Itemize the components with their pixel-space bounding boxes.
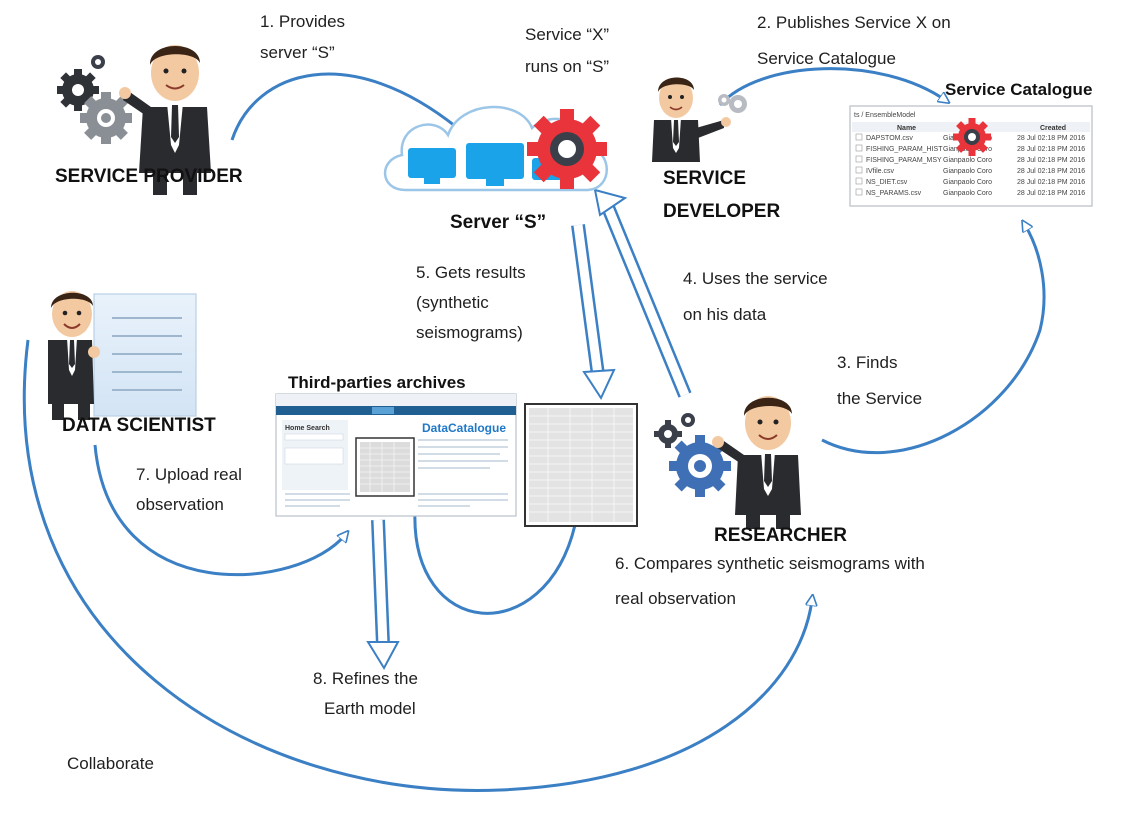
step6-label-line2: real observation [615, 589, 736, 608]
svg-text:FISHING_PARAM_MSY: FISHING_PARAM_MSY [866, 157, 942, 164]
businessman-icon [712, 396, 801, 529]
step4-label-line2: on his data [683, 305, 767, 324]
svg-text:Gianpaolo Coro: Gianpaolo Coro [943, 168, 992, 175]
gear-icon [57, 69, 99, 111]
service-provider-figure [57, 45, 211, 195]
step7-label-line1: 7. Upload real [136, 465, 242, 484]
service-developer-label-line1: SERVICE [663, 168, 746, 189]
archive-heading: DataCatalogue [422, 421, 506, 435]
service-provider-label: SERVICE PROVIDER [55, 166, 243, 187]
step5-label-line3: seismograms) [416, 323, 523, 342]
gear-icon [718, 94, 730, 106]
gear-icon [527, 109, 607, 189]
monitor-icon [466, 143, 524, 186]
archive-sidebar-title: Home Search [285, 425, 330, 432]
step5-label-line1: 5. Gets results [416, 263, 526, 282]
data-scientist-label: DATA SCIENTIST [62, 415, 216, 436]
monitor-icon [408, 148, 456, 184]
arrows [22, 67, 1046, 792]
spreadsheet-icon [355, 437, 415, 497]
step2-label-line1: 2. Publishes Service X on [757, 13, 951, 32]
svg-text:IVfile.csv: IVfile.csv [866, 168, 895, 175]
svg-text:28 Jul 02:18 PM 2016: 28 Jul 02:18 PM 2016 [1017, 157, 1085, 164]
arrow-provides-server [230, 72, 460, 141]
svg-text:DAPSTOM.csv: DAPSTOM.csv [866, 135, 913, 142]
step5-label-line2: (synthetic [416, 293, 489, 312]
table-row: NS_PARAMS.csv Gianpaolo Coro 28 Jul 02:1… [855, 188, 1085, 197]
svg-text:28 Jul 02:18 PM 2016: 28 Jul 02:18 PM 2016 [1017, 168, 1085, 175]
step1-label-line2: server “S” [260, 43, 335, 62]
service-x-label-line2: runs on “S” [525, 57, 609, 76]
researcher-label: RESEARCHER [714, 525, 847, 546]
step3-label-line2: the Service [837, 389, 922, 408]
svg-text:28 Jul 02:18 PM 2016: 28 Jul 02:18 PM 2016 [1017, 146, 1085, 153]
gear-icon [681, 413, 695, 427]
svg-text:NS_DIET.csv: NS_DIET.csv [866, 179, 908, 186]
svg-text:Gianpaolo Coro: Gianpaolo Coro [943, 157, 992, 164]
arrow-collaborate [22, 339, 812, 792]
catalogue-rows: DAPSTOM.csv Gianpaolo Coro 28 Jul 02:18 … [855, 133, 1085, 197]
step2-label-line2: Service Catalogue [757, 49, 896, 68]
arrow-compares-seismograms [415, 510, 577, 615]
svg-text:28 Jul 02:18 PM 2016: 28 Jul 02:18 PM 2016 [1017, 179, 1085, 186]
step1-label-line1: 1. Provides [260, 12, 345, 31]
step4-label-line1: 4. Uses the service [683, 269, 828, 288]
step8-label-line2: Earth model [324, 699, 416, 718]
gear-icon [654, 420, 682, 448]
arrow-publishes-service [718, 67, 945, 106]
third-parties-label: Third-parties archives [288, 373, 466, 392]
labels: 1. Provides server “S” Service “X” runs … [55, 12, 1092, 773]
gear-icon [729, 95, 747, 113]
table-row: IVfile.csv Gianpaolo Coro 28 Jul 02:18 P… [855, 166, 1085, 175]
service-developer-figure [652, 77, 747, 162]
svg-text:FISHING_PARAM_HIST: FISHING_PARAM_HIST [866, 146, 943, 153]
gear-icon [91, 55, 105, 69]
step8-label-line1: 8. Refines the [313, 669, 418, 688]
arrow-finds-service [821, 225, 1046, 455]
gear-icon [80, 92, 132, 144]
service-x-label-line1: Service “X” [525, 25, 609, 44]
table-row: FISHING_PARAM_MSY Gianpaolo Coro 28 Jul … [855, 155, 1085, 164]
svg-text:28 Jul 02:18 PM 2016: 28 Jul 02:18 PM 2016 [1017, 135, 1085, 142]
server-s-figure [383, 105, 608, 192]
svg-text:Gianpaolo Coro: Gianpaolo Coro [943, 179, 992, 186]
businessman-icon [119, 45, 211, 195]
arrow-upload-observation [93, 444, 345, 577]
table-row: NS_DIET.csv Gianpaolo Coro 28 Jul 02:18 … [855, 177, 1085, 186]
svg-text:Gianpaolo Coro: Gianpaolo Coro [943, 190, 992, 197]
archive-screenshot: Home Search DataCatalogue [275, 393, 517, 517]
step6-label-line1: 6. Compares synthetic seismograms with [615, 554, 925, 573]
results-spreadsheet [524, 403, 638, 527]
service-catalogue-title: Service Catalogue [945, 80, 1092, 99]
gear-icon [953, 118, 991, 156]
researcher-figure [654, 396, 801, 529]
step7-label-line2: observation [136, 495, 224, 514]
server-s-label: Server “S” [450, 212, 546, 233]
data-scientist-figure [48, 291, 197, 420]
catalogue-col-name: Name [897, 125, 916, 132]
step3-label-line1: 3. Finds [837, 353, 897, 372]
svg-text:28 Jul 02:18 PM 2016: 28 Jul 02:18 PM 2016 [1017, 190, 1085, 197]
service-developer-label-line2: DEVELOPER [663, 201, 780, 222]
svg-text:NS_PARAMS.csv: NS_PARAMS.csv [866, 190, 922, 197]
catalogue-breadcrumb: ts / EnsembleModel [854, 112, 916, 119]
service-catalogue-screenshot: ts / EnsembleModel Name Created DAPSTOM.… [849, 105, 1093, 207]
businessman-icon [48, 291, 100, 420]
catalogue-col-created: Created [1040, 125, 1066, 132]
collaborate-label: Collaborate [67, 754, 154, 773]
